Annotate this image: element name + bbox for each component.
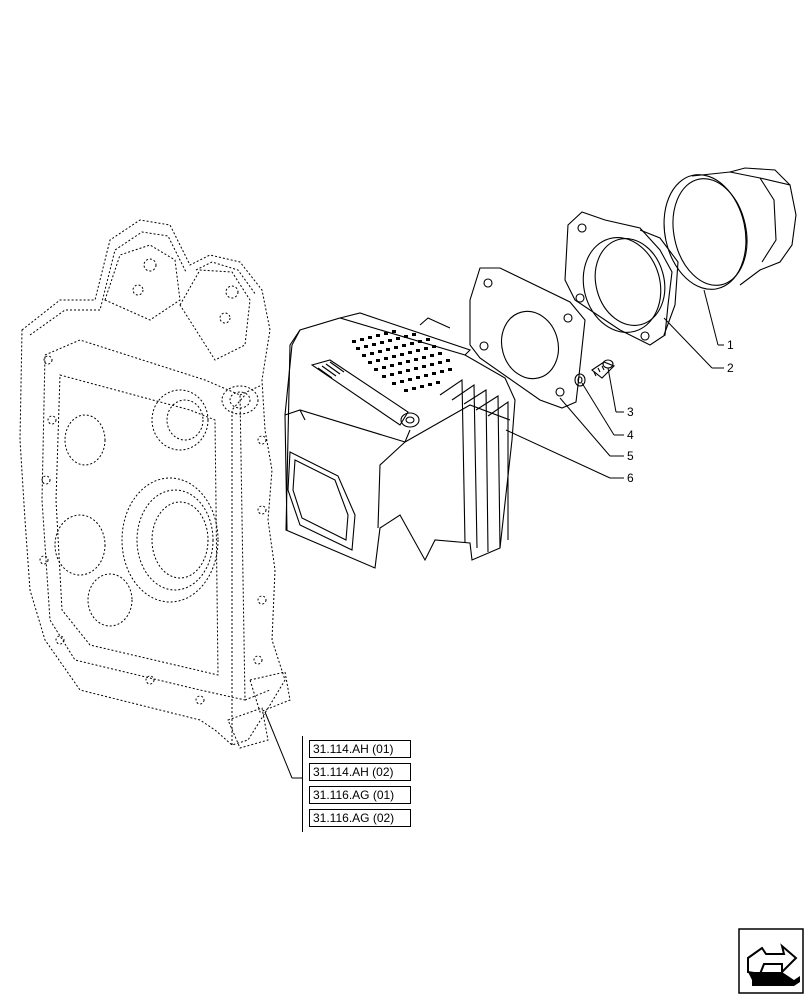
leader-lines (264, 289, 724, 779)
reference-link[interactable]: 31.114.AH (01) (309, 740, 411, 758)
callout-2: 2 (727, 361, 734, 375)
reference-link[interactable]: 31.114.AH (02) (309, 763, 411, 781)
transmission-housing (19, 219, 291, 749)
callout-6: 6 (627, 471, 634, 485)
callout-5: 5 (627, 449, 634, 463)
reference-link[interactable]: 31.116.AG (02) (309, 809, 411, 827)
callout-1: 1 (727, 338, 734, 352)
washer (574, 373, 586, 387)
cover-housing (284, 312, 516, 569)
gasket (469, 267, 586, 409)
reference-list: 31.114.AH (01) 31.114.AH (02) 31.116.AG … (302, 736, 411, 832)
next-page-arrow-icon[interactable] (738, 928, 804, 994)
bell-cover (663, 167, 797, 290)
callout-3: 3 (627, 405, 634, 419)
callout-4: 4 (627, 428, 634, 442)
screw (591, 359, 615, 379)
reference-link[interactable]: 31.116.AG (01) (309, 786, 411, 804)
vent-grid (352, 330, 452, 392)
flange-plate (564, 211, 679, 346)
